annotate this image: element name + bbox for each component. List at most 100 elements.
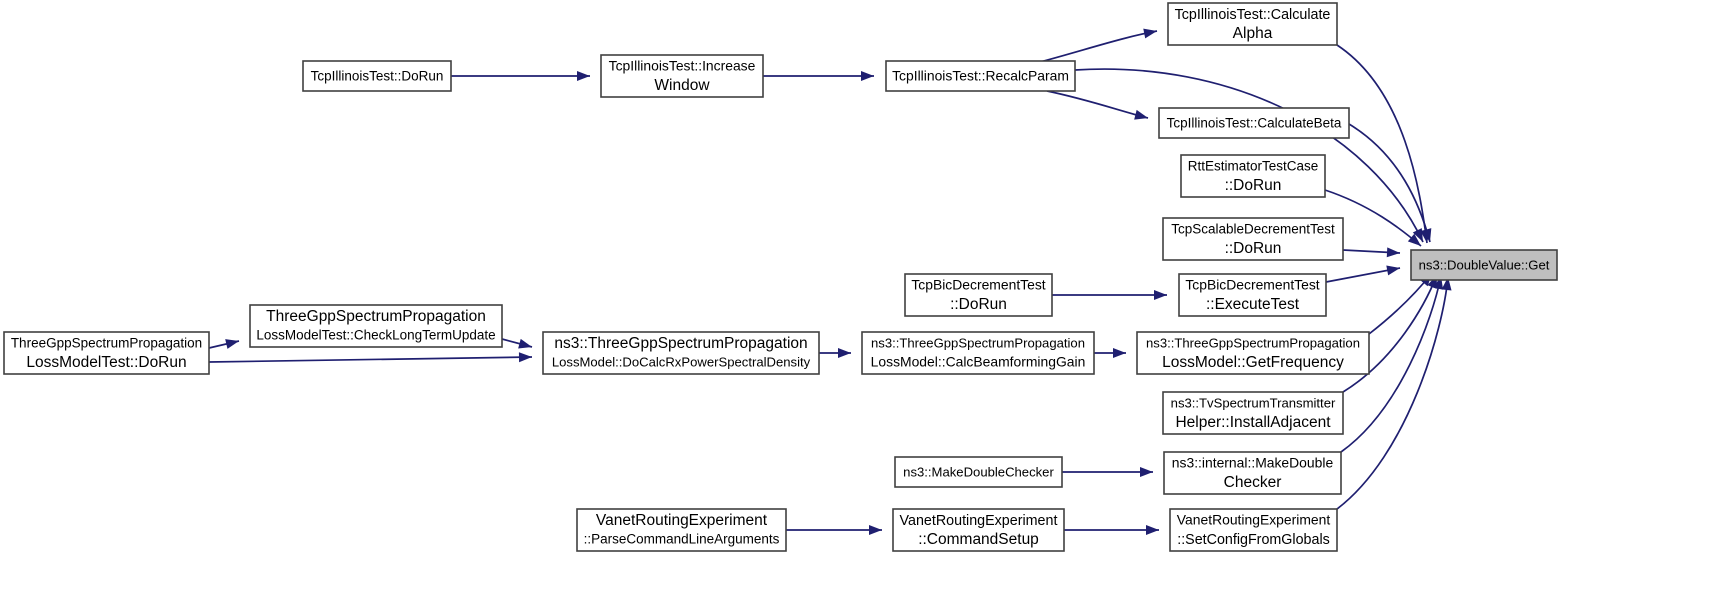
node-box[interactable] [1180, 154, 1326, 198]
node-box[interactable] [576, 508, 787, 552]
node-label-line1: ThreeGppSpectrumPropagation [266, 308, 486, 325]
node-label-line1: TcpBicDecrementTest [1185, 277, 1319, 293]
node-label-line2: ::CommandSetup [918, 531, 1039, 548]
node-label-line1: ns3::ThreeGppSpectrumPropagation [1146, 335, 1360, 350]
arrowhead-icon [1386, 265, 1400, 276]
node-label-line1: ns3::DoubleValue::Get [1419, 257, 1550, 272]
graph-node[interactable]: RttEstimatorTestCase::DoRun [1180, 154, 1326, 198]
nodes-layer: TcpIllinoisTest::DoRun TcpIllinoisTest::I… [3, 2, 1558, 552]
graph-node[interactable]: ns3::ThreeGppSpectrumPropagationLossMode… [542, 331, 820, 375]
node-box[interactable] [1162, 217, 1344, 261]
arrowhead-icon [1386, 247, 1400, 258]
node-box[interactable] [892, 508, 1065, 552]
arrowhead-icon [225, 339, 239, 349]
node-box[interactable] [3, 331, 210, 375]
arrowhead-icon [518, 338, 532, 349]
node-label-line2: LossModel::CalcBeamformingGain [871, 354, 1086, 370]
graph-node[interactable]: ns3::internal::MakeDoubleChecker [1163, 451, 1342, 495]
arrowhead-icon [1441, 277, 1452, 291]
node-box[interactable] [894, 456, 1063, 488]
node-label-line1: ns3::ThreeGppSpectrumPropagation [871, 335, 1085, 350]
arrowhead-icon [1113, 348, 1126, 358]
call-edge [208, 356, 533, 363]
node-box[interactable] [904, 273, 1053, 317]
node-box[interactable] [1163, 451, 1342, 495]
node-box[interactable] [1136, 331, 1370, 375]
arrowhead-icon [1140, 467, 1153, 477]
node-label-line2: LossModel::GetFrequency [1162, 354, 1344, 371]
graph-node[interactable]: ThreeGppSpectrumPropagationLossModelTest… [249, 304, 503, 348]
arrowhead-icon [577, 71, 590, 81]
graph-node[interactable]: TcpBicDecrementTest::ExecuteTest [1178, 273, 1327, 317]
node-label-line2: ::ExecuteTest [1206, 296, 1300, 313]
call-edge [1336, 44, 1428, 244]
node-label-line1: ns3::MakeDoubleChecker [903, 464, 1054, 479]
node-label-line1: RttEstimatorTestCase [1188, 159, 1319, 174]
node-label-line1: VanetRoutingExperiment [1177, 512, 1331, 528]
graph-node[interactable]: TcpIllinoisTest::RecalcParam [885, 60, 1076, 92]
node-label-line2: LossModelTest::DoRun [26, 354, 186, 371]
graph-node[interactable]: ns3::MakeDoubleChecker [894, 456, 1063, 488]
graph-node[interactable]: ns3::ThreeGppSpectrumPropagationLossMode… [1136, 331, 1370, 375]
call-edge [1039, 30, 1158, 63]
node-label-line1: ThreeGppSpectrumPropagation [11, 336, 202, 351]
node-label-line2: ::SetConfigFromGlobals [1177, 532, 1330, 548]
node-box-current[interactable] [1410, 249, 1558, 281]
node-box[interactable] [1178, 273, 1327, 317]
node-label-line1: TcpIllinoisTest::Calculate [1175, 7, 1331, 23]
node-label-line1: TcpIllinoisTest::Increase [609, 58, 756, 74]
node-box[interactable] [1162, 391, 1344, 435]
node-label-line2: Window [654, 77, 710, 94]
graph-node[interactable]: TcpIllinoisTest::CalculateBeta [1158, 107, 1350, 139]
node-box[interactable] [861, 331, 1095, 375]
node-label-line1: TcpIllinoisTest::RecalcParam [892, 68, 1069, 84]
arrowhead-icon [1412, 228, 1423, 242]
node-label-line1: TcpIllinoisTest::DoRun [311, 69, 444, 84]
arrowhead-icon [838, 348, 851, 358]
node-label-line1: TcpScalableDecrementTest [1171, 222, 1335, 237]
graph-node[interactable]: ThreeGppSpectrumPropagationLossModelTest… [3, 331, 210, 375]
graph-node[interactable]: VanetRoutingExperiment::CommandSetup [892, 508, 1065, 552]
node-label-line1: TcpBicDecrementTest [911, 277, 1045, 293]
call-edge [1340, 275, 1442, 453]
node-label-line2: ::ParseCommandLineArguments [584, 532, 780, 547]
node-label-line2: Alpha [1233, 25, 1273, 42]
node-label-line1: VanetRoutingExperiment [900, 513, 1058, 529]
node-box[interactable] [885, 60, 1076, 92]
node-label-line2: ::DoRun [950, 296, 1007, 313]
call-edge [1348, 123, 1431, 243]
arrowhead-icon [861, 71, 874, 81]
node-box[interactable] [1167, 2, 1338, 46]
graph-node[interactable]: VanetRoutingExperiment::SetConfigFromGlo… [1169, 508, 1338, 552]
node-box[interactable] [542, 331, 820, 375]
arrowhead-icon [1146, 525, 1159, 535]
node-label-line2: LossModel::DoCalcRxPowerSpectralDensity [552, 354, 811, 369]
call-edge [1046, 90, 1149, 119]
graph-node[interactable]: ns3::DoubleValue::Get [1410, 249, 1558, 281]
graph-node[interactable]: ns3::TvSpectrumTransmitterHelper::Instal… [1162, 391, 1344, 435]
graph-node[interactable]: ns3::ThreeGppSpectrumPropagationLossMode… [861, 331, 1095, 375]
node-box[interactable] [1169, 508, 1338, 552]
node-label-line1: VanetRoutingExperiment [596, 512, 768, 529]
node-label-line1: ns3::internal::MakeDouble [1172, 455, 1334, 471]
node-box[interactable] [249, 304, 503, 348]
node-box[interactable] [302, 60, 452, 92]
node-label-line1: TcpIllinoisTest::CalculateBeta [1167, 116, 1342, 131]
arrowhead-icon [1407, 233, 1421, 246]
node-label-line2: ::DoRun [1225, 177, 1282, 194]
node-label-line1: ns3::ThreeGppSpectrumPropagation [554, 335, 807, 352]
graph-node[interactable]: VanetRoutingExperiment::ParseCommandLine… [576, 508, 787, 552]
node-box[interactable] [600, 54, 764, 98]
graph-node[interactable]: TcpBicDecrementTest::DoRun [904, 273, 1053, 317]
node-label-line2: LossModelTest::CheckLongTermUpdate [256, 328, 495, 343]
graph-node[interactable]: TcpScalableDecrementTest::DoRun [1162, 217, 1344, 261]
graph-node[interactable]: TcpIllinoisTest::DoRun [302, 60, 452, 92]
node-label-line2: Helper::InstallAdjacent [1175, 414, 1331, 431]
arrowhead-icon [1134, 109, 1148, 120]
node-box[interactable] [1158, 107, 1350, 139]
arrowhead-icon [1421, 228, 1432, 242]
